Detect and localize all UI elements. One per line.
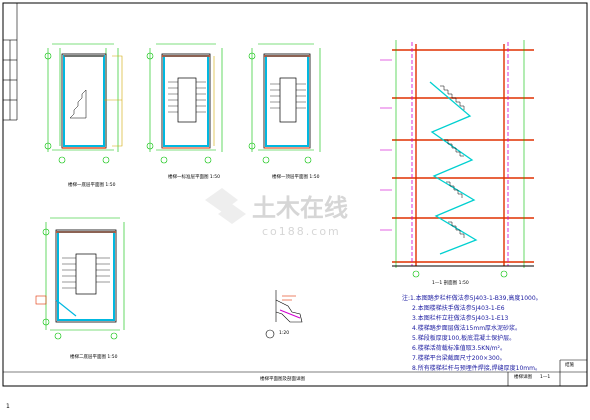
plan-1 xyxy=(44,43,123,164)
plan-title-1: 楼梯一底层平面图 1:50 xyxy=(68,183,116,188)
note-1: 注:1.本图踏步栏杆做法参5J403-1-B39,高度1000。 xyxy=(402,295,542,302)
watermark-site: co188.com xyxy=(262,225,341,238)
note-5: 5.梯段板厚度100,板底混凝土保护层。 xyxy=(412,335,516,342)
sheet-border xyxy=(2,2,588,387)
plan-title-4: 楼梯二底层平面图 1:50 xyxy=(70,355,118,360)
plan-2 xyxy=(146,43,223,164)
handrail-detail xyxy=(265,290,303,339)
watermark-brand: 土木在线 xyxy=(252,194,348,222)
title-block-type: 结施 xyxy=(565,363,574,368)
watermark-logo xyxy=(205,188,246,224)
plan-title-3: 楼梯一顶层平面图 1:50 xyxy=(272,175,320,180)
plan-title-2: 楼梯一标准层平面图 1:50 xyxy=(168,175,221,180)
note-3: 3.本图栏杆立柱做法参5J403-1-E13 xyxy=(412,315,509,322)
note-8: 8.所有楼梯栏杆与预埋件焊接,焊缝厚度10mm。 xyxy=(412,365,541,372)
title-block xyxy=(3,359,587,386)
title-block-section: 1—1 xyxy=(540,375,551,380)
section-1-1 xyxy=(380,40,534,278)
note-7: 7.楼梯平台梁截面尺寸200×300。 xyxy=(412,355,506,362)
plan-4 xyxy=(35,217,125,340)
note-6: 6.楼梯活荷载标准值取3.5KN/m²。 xyxy=(412,345,506,352)
footer-caption: 楼梯平面图及剖面详图 xyxy=(260,377,305,382)
note-2: 2.本图楼梯扶手做法参5J403-1-E6 xyxy=(412,305,505,312)
detail-label: 1:20 xyxy=(279,331,290,336)
title-block-name: 楼梯详图 xyxy=(514,375,532,380)
section-title: 1—1 剖面图 1:50 xyxy=(432,281,469,286)
binding-strip xyxy=(3,3,18,121)
page-mark: 1 xyxy=(6,403,10,410)
plan-3 xyxy=(248,43,321,164)
note-4: 4.楼梯踏步面层做法15mm厚水泥砂浆。 xyxy=(412,325,522,332)
